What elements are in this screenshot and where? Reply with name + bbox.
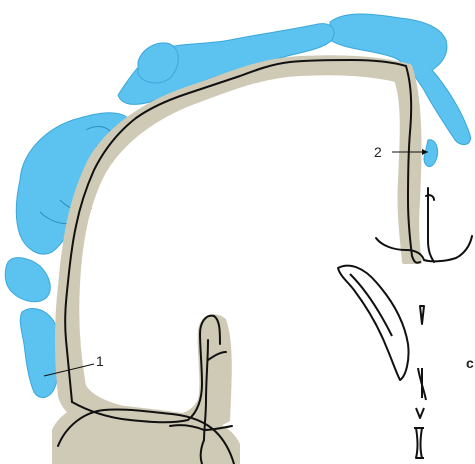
aqueduct — [416, 408, 424, 418]
homunculus-tongue — [5, 258, 50, 302]
label-1: 1 — [96, 353, 104, 369]
edge-letter-label: c — [466, 355, 474, 371]
homunculus-pharynx — [20, 308, 59, 397]
outer-cortex-outline — [65, 60, 420, 402]
fourth-ventricle — [414, 428, 424, 458]
lateral-ventricle — [338, 266, 409, 380]
third-ventricle-top — [420, 306, 424, 324]
homunculus-toe — [424, 140, 438, 167]
label-2: 2 — [374, 144, 382, 160]
ventricle-inner-line — [350, 274, 392, 336]
ventricles — [338, 266, 426, 458]
right-notch-outline — [376, 236, 472, 261]
third-ventricle-mid — [418, 368, 426, 400]
